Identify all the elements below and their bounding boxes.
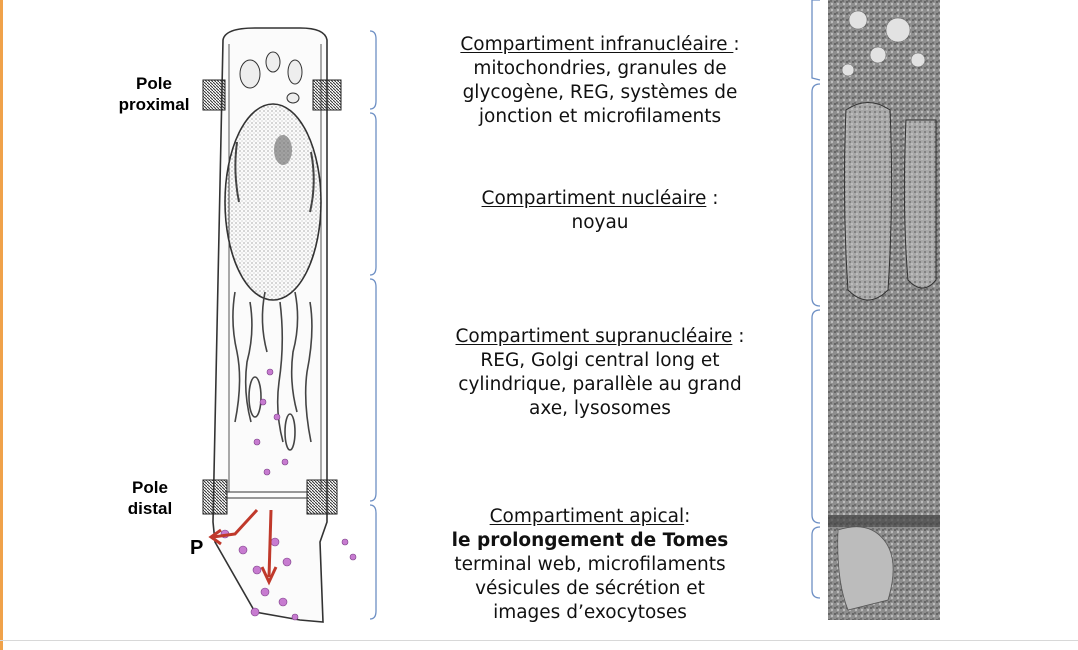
pole-proximal-line1: Pole bbox=[136, 74, 172, 93]
pole-distal-line1: Pole bbox=[132, 478, 168, 497]
letter-p: P bbox=[190, 537, 204, 559]
nuclear-suffix: : bbox=[706, 188, 719, 209]
supranuclear-line: axe, lysosomes bbox=[529, 398, 671, 419]
infranuclear-suffix: : bbox=[733, 34, 740, 55]
supranuclear-suffix: : bbox=[732, 326, 745, 347]
apical-title: Compartiment apical bbox=[489, 506, 685, 527]
electron-micrograph bbox=[828, 0, 940, 620]
nuclear-line: noyau bbox=[571, 212, 629, 233]
compartment-supranuclear: Compartiment supranucléaire : REG, Golgi… bbox=[400, 325, 800, 421]
infranuclear-line: mitochondries, granules de bbox=[473, 58, 727, 79]
ameloblast-cell-drawing bbox=[202, 27, 357, 623]
right-bracket-group bbox=[811, 0, 821, 599]
left-bracket-group bbox=[369, 30, 377, 620]
compartment-infranuclear: Compartiment infranucléaire : mitochondr… bbox=[400, 33, 800, 129]
infranuclear-line: glycogène, REG, systèmes de bbox=[462, 82, 738, 103]
supranuclear-line: REG, Golgi central long et bbox=[480, 350, 720, 371]
pole-distal-line2: distal bbox=[127, 499, 173, 518]
apical-line: images d’exocytoses bbox=[493, 602, 687, 623]
infranuclear-title: Compartiment infranucléaire bbox=[460, 34, 734, 55]
apical-line: terminal web, microfilaments bbox=[454, 554, 726, 575]
compartment-apical: Compartiment apical: le prolongement de … bbox=[390, 505, 790, 625]
pole-proximal-line2: proximal bbox=[118, 95, 190, 114]
apical-bold-line: le prolongement de Tomes bbox=[451, 530, 729, 551]
nuclear-title: Compartiment nucléaire bbox=[481, 188, 707, 209]
apical-suffix: : bbox=[684, 506, 691, 527]
compartment-nuclear: Compartiment nucléaire : noyau bbox=[400, 187, 800, 235]
left-accent-bar bbox=[0, 0, 3, 650]
pole-proximal-label: Pole proximal bbox=[104, 73, 204, 115]
apical-line: vésicules de sécrétion et bbox=[475, 578, 705, 599]
supranuclear-title: Compartiment supranucléaire bbox=[455, 326, 733, 347]
supranuclear-line: cylindrique, parallèle au grand bbox=[458, 374, 742, 395]
infranuclear-line: jonction et microfilaments bbox=[478, 106, 722, 127]
bottom-divider bbox=[0, 640, 1078, 641]
pole-distal-label: Pole distal bbox=[110, 477, 190, 519]
